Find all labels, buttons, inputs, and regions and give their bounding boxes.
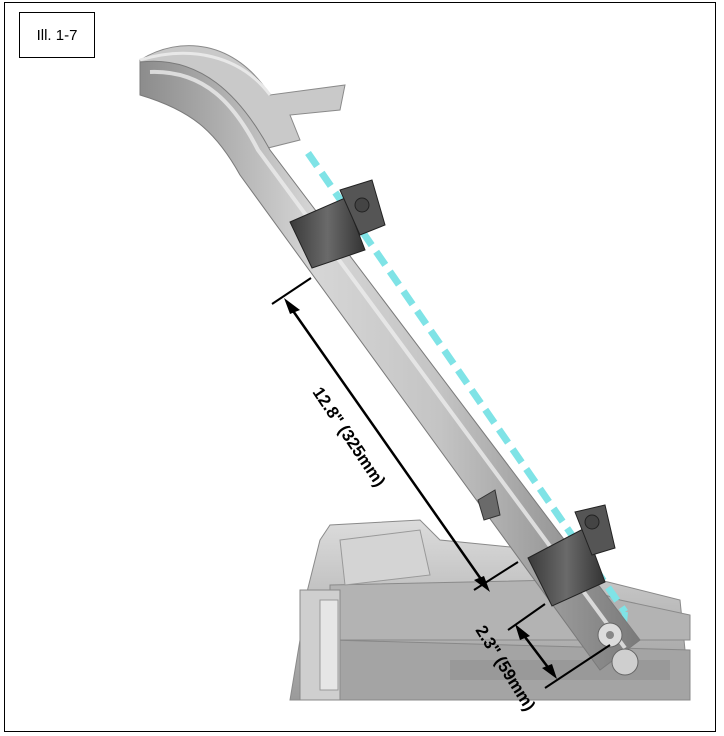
dimension-long-label: 12.8" (325mm)	[309, 384, 390, 491]
main-tube	[139, 60, 641, 671]
upper-bracket	[289, 179, 386, 269]
tube-end-pivot	[597, 622, 639, 676]
lower-bracket	[477, 489, 616, 607]
figure-label: Ill. 1-7	[19, 12, 95, 58]
